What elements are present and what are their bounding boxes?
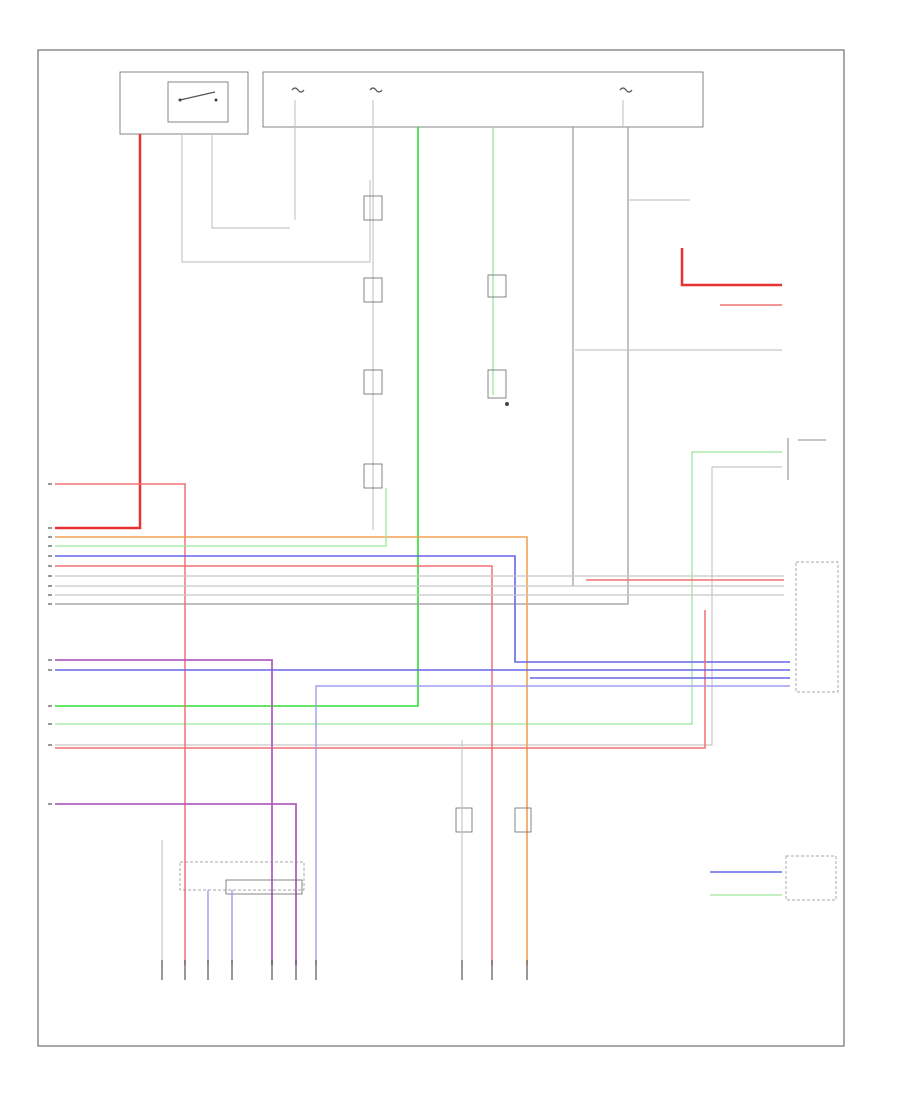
- wire-red-bundle: [55, 565, 493, 965]
- relay-contact: [167, 81, 229, 123]
- fuse-box: [262, 71, 704, 128]
- wire-lgreen-right: [55, 451, 782, 725]
- switch-stack: [363, 195, 509, 489]
- ground-pins: [161, 960, 528, 980]
- wire-lblue-1: [315, 685, 790, 965]
- lower-connector: [161, 840, 305, 965]
- wire-purple-1: [55, 659, 273, 965]
- right-components: [785, 438, 839, 901]
- wire-orange: [55, 536, 528, 965]
- wire-gray-relay-loop: [181, 134, 371, 263]
- wire-gray-relay-2: [211, 134, 290, 229]
- wire-gray-right-3: [55, 466, 782, 746]
- relay-box: [119, 71, 249, 135]
- wire-red-right: [680, 248, 782, 287]
- wire-gray-fuse-4: [55, 127, 629, 605]
- wire-blue-1: [55, 555, 790, 663]
- diagram-frame: [37, 49, 845, 1047]
- wire-lgreen-bundle: [55, 488, 387, 547]
- wire-red-main: [55, 134, 142, 530]
- lower-switches: [455, 740, 532, 965]
- fuse-symbols: [291, 87, 633, 127]
- wire-purple-2: [55, 803, 297, 965]
- left-terminal-ticks: [48, 483, 52, 805]
- wire-green-main: [55, 127, 419, 707]
- wire-red-bundle-3: [55, 610, 706, 749]
